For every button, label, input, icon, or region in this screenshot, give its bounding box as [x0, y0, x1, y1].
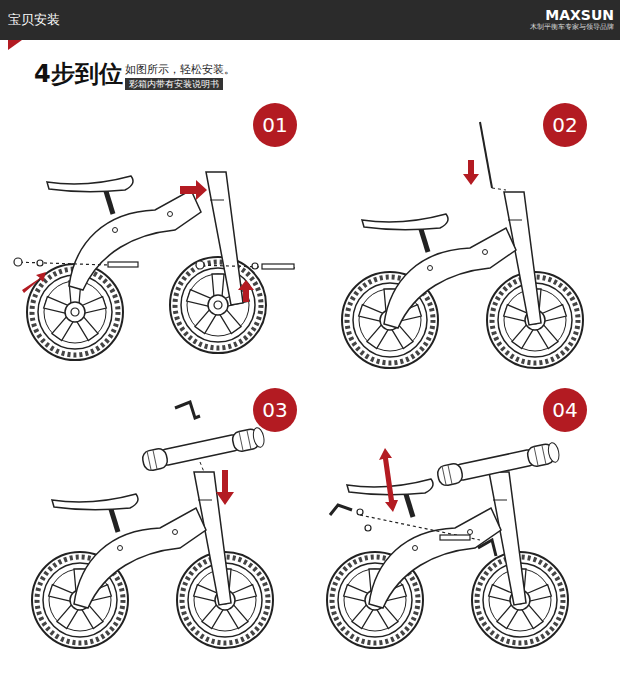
note-box: 彩箱内带有安装说明书 [125, 78, 223, 90]
step-number: 01 [262, 113, 287, 137]
header-tab-text: 宝贝安装 [8, 11, 60, 29]
step-circle: 01 [253, 103, 297, 147]
step-number: 04 [552, 398, 577, 422]
brand-name: MAXSUN [545, 8, 614, 23]
step-circle: 04 [543, 388, 587, 432]
brand-block: MAXSUN木制平衡车专家与领导品牌 [530, 8, 614, 32]
brand-slogan: 木制平衡车专家与领导品牌 [530, 23, 614, 32]
step-circle: 02 [543, 103, 587, 147]
note-text: 彩箱内带有安装说明书 [129, 78, 219, 90]
step-number: 03 [262, 398, 287, 422]
step-number: 02 [552, 113, 577, 137]
step-circle: 03 [253, 388, 297, 432]
header-band: 宝贝安装 MAXSUN木制平衡车专家与领导品牌 [0, 0, 620, 40]
title: 4步到位 [34, 58, 123, 90]
note-label: 如图所示，轻松安装。 [125, 62, 235, 77]
